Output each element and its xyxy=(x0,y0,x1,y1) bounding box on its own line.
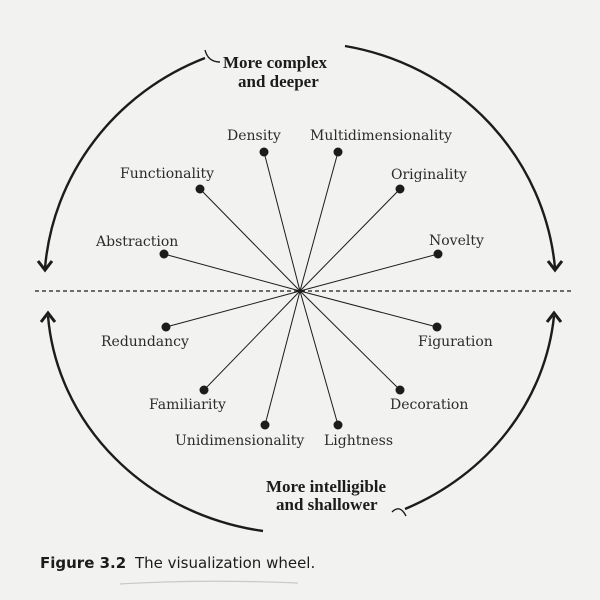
spoke-abstraction: Abstraction xyxy=(95,234,301,292)
arrowhead-lower-left xyxy=(39,310,57,323)
spoke-multidimensionality: Multidimensionality xyxy=(299,128,452,292)
spoke-originality: Originality xyxy=(299,167,467,292)
bottom-note-line-1: More intelligible xyxy=(266,477,387,496)
lower-arc xyxy=(46,315,264,533)
spoke-density: Density xyxy=(227,128,301,292)
spoke-familiarity: Familiarity xyxy=(149,290,301,413)
spoke-dot xyxy=(195,184,205,194)
spoke-unidimensionality: Unidimensionality xyxy=(175,290,304,449)
spoke-dot xyxy=(395,184,405,194)
spoke-label-originality: Originality xyxy=(391,167,467,183)
spoke-label-familiarity: Familiarity xyxy=(149,397,226,413)
spoke-redundancy: Redundancy xyxy=(101,290,301,350)
spoke-label-redundancy: Redundancy xyxy=(101,334,189,350)
top-note-leader xyxy=(204,49,221,63)
spoke-dot xyxy=(159,249,169,259)
spoke-label-decoration: Decoration xyxy=(390,397,468,413)
spoke-label-abstraction: Abstraction xyxy=(95,234,178,250)
spoke-dot xyxy=(333,420,343,430)
spoke-dot xyxy=(259,147,269,157)
spoke-dot xyxy=(433,249,443,259)
spoke-dot xyxy=(161,322,171,332)
spoke-label-figuration: Figuration xyxy=(418,334,493,350)
spoke-figuration: Figuration xyxy=(299,290,493,350)
spoke-dot xyxy=(260,420,270,430)
spoke-dot xyxy=(333,147,343,157)
arrowhead-upper-left xyxy=(36,260,54,273)
spoke-label-density: Density xyxy=(227,128,281,144)
caption-underline-mark xyxy=(119,580,299,585)
figure-number: Figure 3.2 xyxy=(40,554,127,572)
spoke-dot xyxy=(395,385,405,395)
arrowhead-lower-right xyxy=(545,310,563,323)
spoke-dot xyxy=(432,322,442,332)
top-note-line-1: More complex xyxy=(223,53,328,72)
figure-caption-text: The visualization wheel. xyxy=(134,554,316,572)
top-note-line-2: and deeper xyxy=(238,72,319,91)
spoke-novelty: Novelty xyxy=(299,233,484,292)
spoke-lightness: Lightness xyxy=(299,290,393,449)
spoke-label-lightness: Lightness xyxy=(324,433,393,449)
arrowhead-upper-right xyxy=(546,260,564,273)
upper-arc-right xyxy=(344,44,557,269)
figure-caption: Figure 3.2 The visualization wheel. xyxy=(40,554,315,572)
spoke-label-novelty: Novelty xyxy=(429,233,484,249)
spoke-functionality: Functionality xyxy=(120,166,301,292)
bottom-note-leader xyxy=(391,508,407,517)
lower-arc-right xyxy=(404,315,556,511)
spoke-dot xyxy=(199,385,209,395)
spoke-label-unidimensionality: Unidimensionality xyxy=(175,433,304,449)
spoke-label-functionality: Functionality xyxy=(120,166,214,182)
spoke-label-multidimensionality: Multidimensionality xyxy=(310,128,452,144)
upper-arc xyxy=(43,56,206,269)
spoke-decoration: Decoration xyxy=(299,290,468,413)
bottom-note-line-2: and shallower xyxy=(276,495,378,514)
